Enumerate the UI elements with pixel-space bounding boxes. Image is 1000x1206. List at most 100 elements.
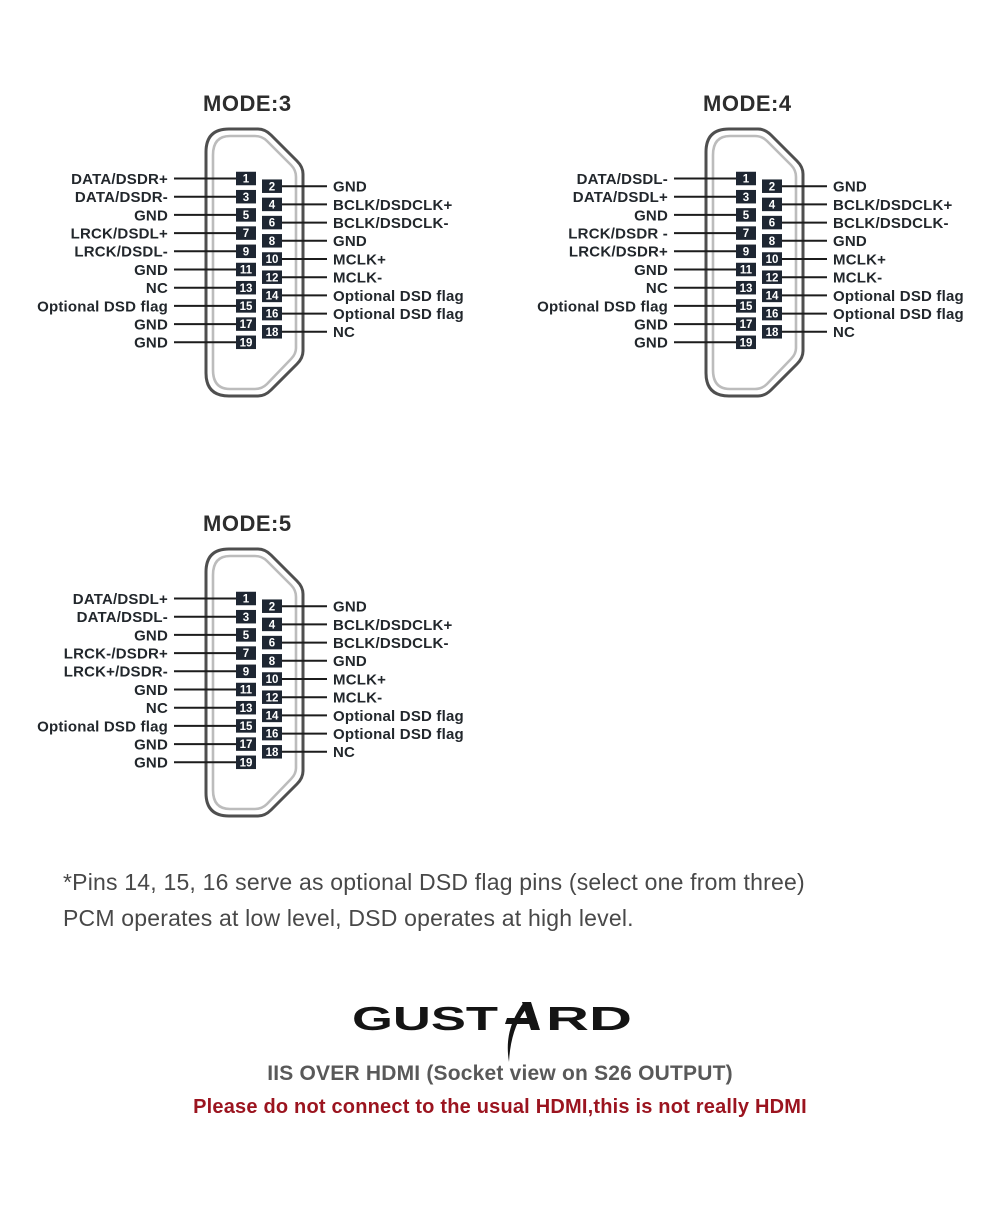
brand-a-leg-glyph xyxy=(522,1002,540,1030)
pin-signal-label: Optional DSD flag xyxy=(333,726,464,743)
pin-number: 19 xyxy=(240,337,253,349)
pin-box xyxy=(262,215,282,230)
pin-signal-label: BCLK/DSDCLK+ xyxy=(833,197,953,214)
pin-signal-label: GND xyxy=(134,627,168,644)
pin-number: 11 xyxy=(240,685,253,697)
pin-box xyxy=(736,335,756,350)
pin-number: 19 xyxy=(740,337,753,349)
pin-signal-label: Optional DSD flag xyxy=(537,298,668,315)
pin-box xyxy=(262,654,282,668)
pin-box xyxy=(236,280,256,295)
pin-signal-label: GND xyxy=(634,207,668,224)
pin-signal-label: GND xyxy=(134,335,168,352)
pin-box xyxy=(262,288,282,303)
pin-box xyxy=(236,189,256,204)
pin-number: 18 xyxy=(266,747,279,759)
pin-box xyxy=(236,335,256,350)
pin-box xyxy=(262,672,282,686)
pin-box xyxy=(262,306,282,321)
pin-box xyxy=(762,179,782,193)
pin-number: 13 xyxy=(240,703,253,715)
pin-signal-label: GND xyxy=(333,653,367,670)
pin-signal-label: BCLK/DSDCLK+ xyxy=(333,617,453,634)
pin-number: 18 xyxy=(766,327,779,339)
pin-signal-label: LRCK/DSDR - xyxy=(568,226,668,243)
pin-signal-label: BCLK/DSDCLK- xyxy=(333,635,449,652)
pin-signal-label: GND xyxy=(833,179,867,196)
pin-signal-label: DATA/DSDL- xyxy=(77,609,168,626)
pin-number: 16 xyxy=(266,309,279,321)
pin-number: 17 xyxy=(240,319,253,331)
pin-box xyxy=(236,628,256,642)
pin-box xyxy=(236,208,256,222)
pin-box xyxy=(736,226,756,240)
pin-signal-label: Optional DSD flag xyxy=(833,306,964,323)
pin-signal-label: GND xyxy=(634,335,668,352)
pin-box xyxy=(236,664,256,679)
pin-signal-label: GND xyxy=(634,262,668,279)
hdmi-connector-outline-inner xyxy=(211,134,298,391)
mode-title: MODE:5 xyxy=(203,511,292,536)
pin-box xyxy=(736,262,756,277)
pin-box xyxy=(236,682,256,697)
pin-signal-label: LRCK/DSDR+ xyxy=(569,244,668,261)
pin-number: 14 xyxy=(766,291,779,303)
pin-box xyxy=(236,719,256,733)
pin-signal-label: GND xyxy=(134,317,168,334)
pin-box xyxy=(762,197,782,212)
pin-box xyxy=(262,708,282,723)
brand-logo: GUST RD xyxy=(0,998,1000,1064)
pin-number: 11 xyxy=(740,265,753,277)
pin-box xyxy=(262,234,282,248)
pin-box xyxy=(736,171,756,186)
pin-signal-label: GND xyxy=(134,755,168,772)
pin-box xyxy=(236,700,256,715)
pin-box xyxy=(736,244,756,259)
pin-number: 12 xyxy=(266,692,279,704)
hdmi-connector-outline-inner xyxy=(211,554,298,811)
pin-signal-label: DATA/DSDR+ xyxy=(71,171,168,188)
pin-box xyxy=(236,299,256,313)
pin-number: 18 xyxy=(266,327,279,339)
pin-signal-label: NC xyxy=(146,280,168,297)
pin-signal-label: NC xyxy=(146,700,168,717)
pin-signal-label: GND xyxy=(134,682,168,699)
pin-number: 8 xyxy=(269,236,276,248)
pin-box xyxy=(236,262,256,277)
pin-box xyxy=(262,270,282,284)
pin-signal-label: GND xyxy=(134,207,168,224)
brand-a-swoosh-glyph xyxy=(507,1002,527,1062)
pin-signal-label: NC xyxy=(833,324,855,341)
pin-box xyxy=(262,252,282,266)
pin-box xyxy=(762,215,782,230)
pin-signal-label: LRCK/DSDL- xyxy=(74,244,168,261)
pin-number: 14 xyxy=(266,711,279,723)
pin-signal-label: DATA/DSDL+ xyxy=(73,591,168,608)
mode4-pinout-diagram: MODE:41DATA/DSDL-3DATA/DSDL+5GND7LRCK/DS… xyxy=(537,91,964,398)
pin-box xyxy=(762,234,782,248)
pin-box xyxy=(262,325,282,339)
pin-number: 3 xyxy=(243,192,249,204)
pin-number: 6 xyxy=(269,218,275,230)
pin-signal-label: Optional DSD flag xyxy=(333,306,464,323)
pin-signal-label: GND xyxy=(134,737,168,754)
pin-number: 12 xyxy=(266,272,279,284)
pin-box xyxy=(262,599,282,613)
pin-signal-label: MCLK- xyxy=(333,690,382,707)
pin-number: 15 xyxy=(240,301,253,313)
pin-box xyxy=(762,252,782,266)
pin-number: 14 xyxy=(266,291,279,303)
pin-signal-label: LRCK-/DSDR+ xyxy=(64,646,168,663)
pin-number: 8 xyxy=(769,236,776,248)
pin-signal-label: GND xyxy=(134,262,168,279)
pin-number: 16 xyxy=(266,729,279,741)
pin-number: 12 xyxy=(766,272,779,284)
pin-signal-label: MCLK- xyxy=(333,270,382,287)
pin-box xyxy=(236,609,256,624)
pin-box xyxy=(236,737,256,751)
pin-signal-label: BCLK/DSDCLK+ xyxy=(333,197,453,214)
pin-box xyxy=(262,617,282,632)
pin-signal-label: DATA/DSDL- xyxy=(577,171,668,188)
pin-number: 1 xyxy=(243,174,250,186)
pin-signal-label: Optional DSD flag xyxy=(333,708,464,725)
